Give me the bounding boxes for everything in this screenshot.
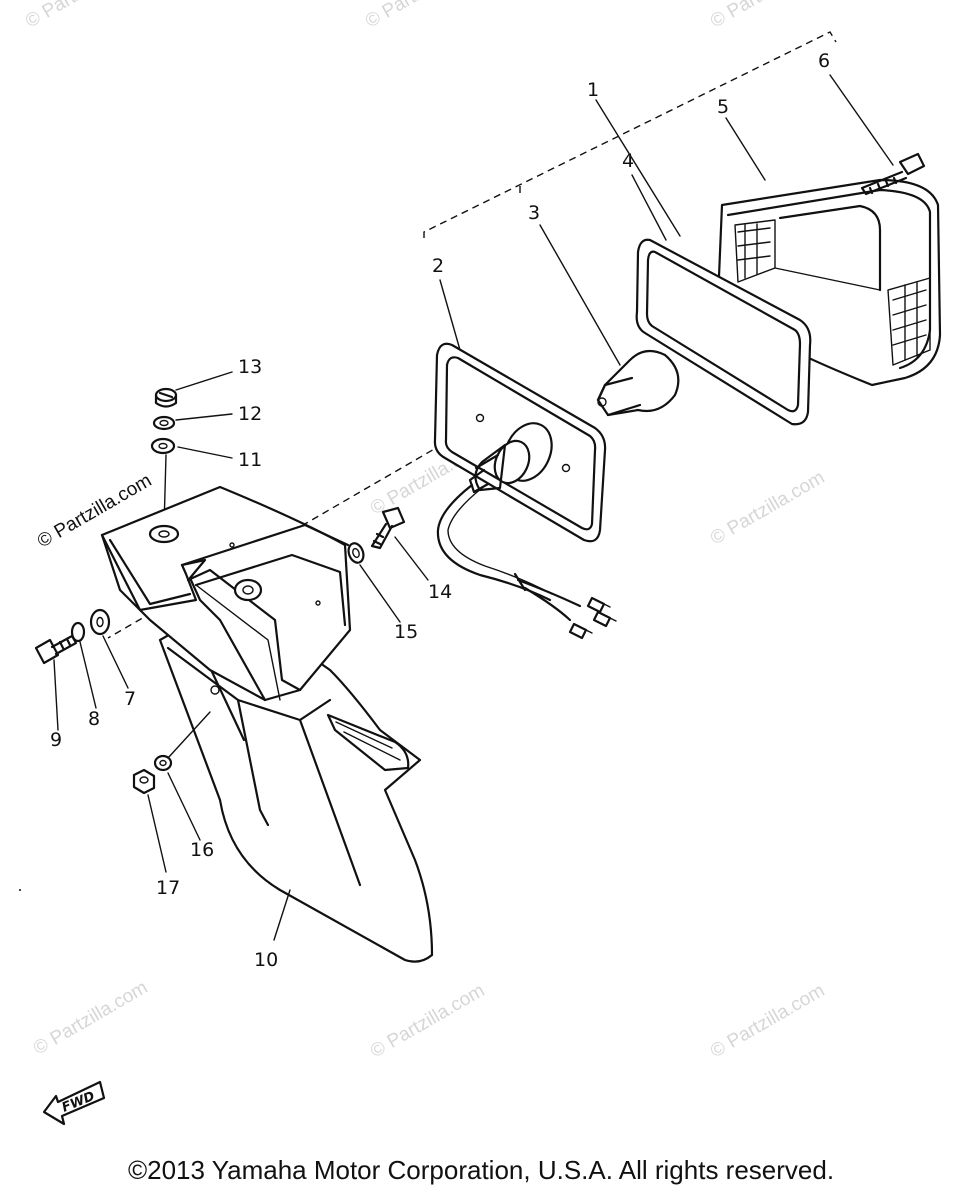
- spring-washer: [347, 542, 365, 564]
- callout-4: 4: [622, 150, 634, 172]
- top-screw-stack: [150, 387, 178, 529]
- callout-5: 5: [717, 96, 729, 118]
- watermark: © Partzilla.com: [367, 980, 488, 1062]
- callout-8: 8: [88, 708, 100, 730]
- lens-gasket: [635, 238, 812, 426]
- callout-13: 13: [238, 356, 262, 378]
- callout-16: 16: [190, 839, 214, 861]
- watermark: © Partzilla.com: [22, 0, 143, 32]
- bracket-bolt: [370, 506, 406, 550]
- watermark: © Partzilla.com: [707, 980, 828, 1062]
- lamp-base-plate: [433, 342, 617, 640]
- copyright-notice: ©2013 Yamaha Motor Corporation, U.S.A. A…: [127, 1155, 835, 1185]
- lens-screw: [860, 152, 926, 196]
- watermark: © Partzilla.com: [707, 0, 828, 32]
- callout-7: 7: [124, 688, 136, 710]
- callout-17: 17: [156, 877, 180, 899]
- watermark: © Partzilla.com: [362, 0, 483, 32]
- forward-arrow-icon: FWD: [42, 1080, 106, 1126]
- stray-dot: [19, 889, 21, 891]
- callout-labels: 1 2 3 4 5 6 7 8 9 10 11 12 13 14 15 16 1…: [50, 50, 830, 971]
- watermark: © Partzilla.com: [30, 977, 151, 1059]
- nut-set: [132, 711, 211, 795]
- callout-10: 10: [254, 949, 278, 971]
- callout-3: 3: [528, 202, 540, 224]
- callout-15: 15: [394, 621, 418, 643]
- callout-12: 12: [238, 403, 262, 425]
- callout-6: 6: [818, 50, 830, 72]
- callout-14: 14: [428, 581, 452, 603]
- callout-9: 9: [50, 729, 62, 751]
- callout-2: 2: [432, 255, 444, 277]
- side-bolt-set: [34, 608, 111, 665]
- mounting-bracket: [100, 485, 352, 702]
- callout-11: 11: [238, 449, 262, 471]
- callout-1: 1: [587, 79, 599, 101]
- bulb: [596, 349, 680, 417]
- watermark: © Partzilla.com: [707, 467, 828, 549]
- leader-lines: [53, 74, 894, 941]
